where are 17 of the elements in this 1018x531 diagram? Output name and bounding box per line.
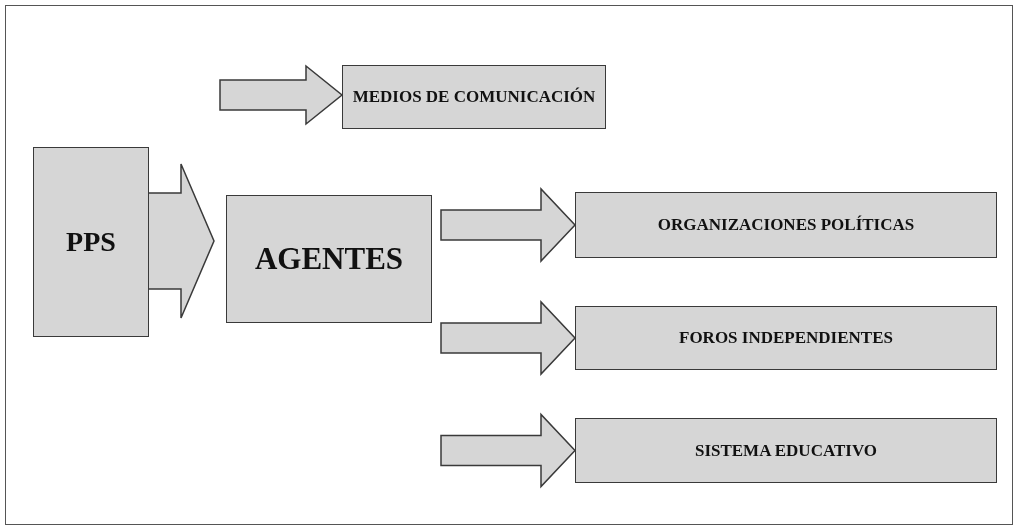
- block-arrow: [147, 163, 215, 319]
- block-arrow: [440, 187, 577, 263]
- process-box: [342, 65, 606, 129]
- process-box: [575, 306, 997, 370]
- process-box: [575, 418, 997, 483]
- box-label: AGENTES: [254, 241, 404, 277]
- box-label: PPS: [66, 226, 116, 258]
- box-label: FOROS INDEPENDIENTES: [679, 328, 893, 348]
- block-arrow: [219, 64, 344, 126]
- box-label: ORGANIZACIONES POLÍTICAS: [657, 215, 915, 235]
- block-arrow: [440, 412, 577, 489]
- process-box: [33, 147, 149, 337]
- box-label: MEDIOS DE COMUNICACIÓN: [352, 87, 596, 107]
- process-box: [575, 192, 997, 258]
- box-label: SISTEMA EDUCATIVO: [694, 440, 878, 461]
- block-arrow: [440, 300, 577, 376]
- process-box: [226, 195, 432, 323]
